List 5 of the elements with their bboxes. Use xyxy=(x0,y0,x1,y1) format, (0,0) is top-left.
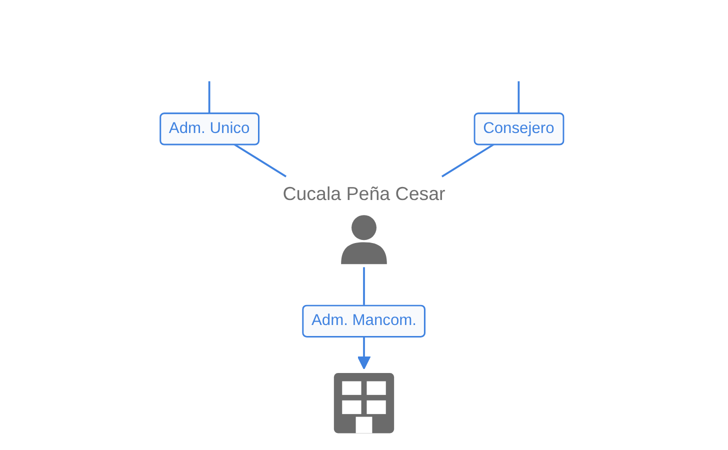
edge-label: Consejero xyxy=(474,112,564,146)
building-icon xyxy=(334,373,394,434)
edge-label: Adm. Unico xyxy=(160,112,260,146)
node-text: Cucala Peña Cesar xyxy=(282,182,446,205)
edge-label: Adm. Mancom. xyxy=(302,304,426,338)
